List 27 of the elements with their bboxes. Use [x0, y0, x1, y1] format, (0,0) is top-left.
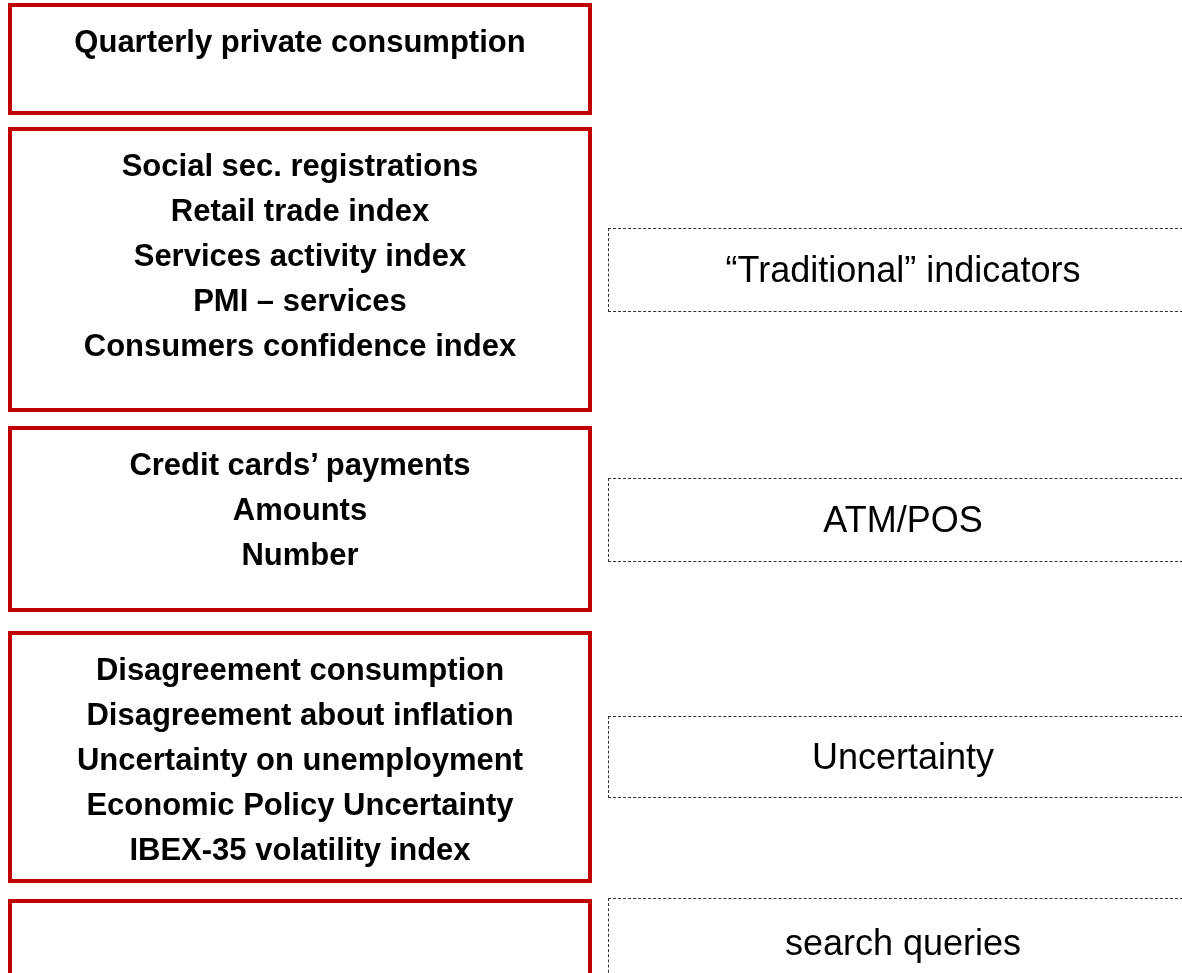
indicator-label: Amounts [232, 491, 368, 529]
indicator-label: Disagreement consumption [95, 651, 505, 689]
indicator-label: Economic Policy Uncertainty [86, 786, 514, 824]
category-box [608, 478, 1182, 562]
category-box [608, 228, 1182, 312]
indicator-label: Disagreement about inflation [86, 696, 514, 734]
category-label: “Traditional” indicators [725, 249, 1081, 291]
indicator-label: Consumers confidence index [83, 327, 517, 365]
category-box [608, 716, 1182, 798]
category-label: search queries [784, 922, 1022, 964]
indicator-label: Number [241, 536, 359, 574]
indicator-label: Retail trade index [170, 192, 430, 230]
empty-box [8, 899, 592, 973]
indicator-label: Credit cards’ payments [129, 446, 471, 484]
indicator-box [8, 127, 592, 412]
indicator-label: Social sec. registrations [121, 147, 479, 185]
category-label: ATM/POS [823, 499, 983, 541]
indicator-box [8, 631, 592, 883]
indicator-label: Uncertainty on unemployment [76, 741, 524, 779]
indicator-box [8, 3, 592, 115]
indicator-label: PMI – services [193, 282, 407, 320]
indicator-box [8, 426, 592, 612]
indicator-label: Services activity index [133, 237, 467, 275]
indicator-label: Quarterly private consumption [74, 23, 526, 61]
indicator-label: IBEX-35 volatility index [129, 831, 471, 869]
category-box [608, 898, 1182, 973]
category-label: Uncertainty [811, 736, 995, 778]
